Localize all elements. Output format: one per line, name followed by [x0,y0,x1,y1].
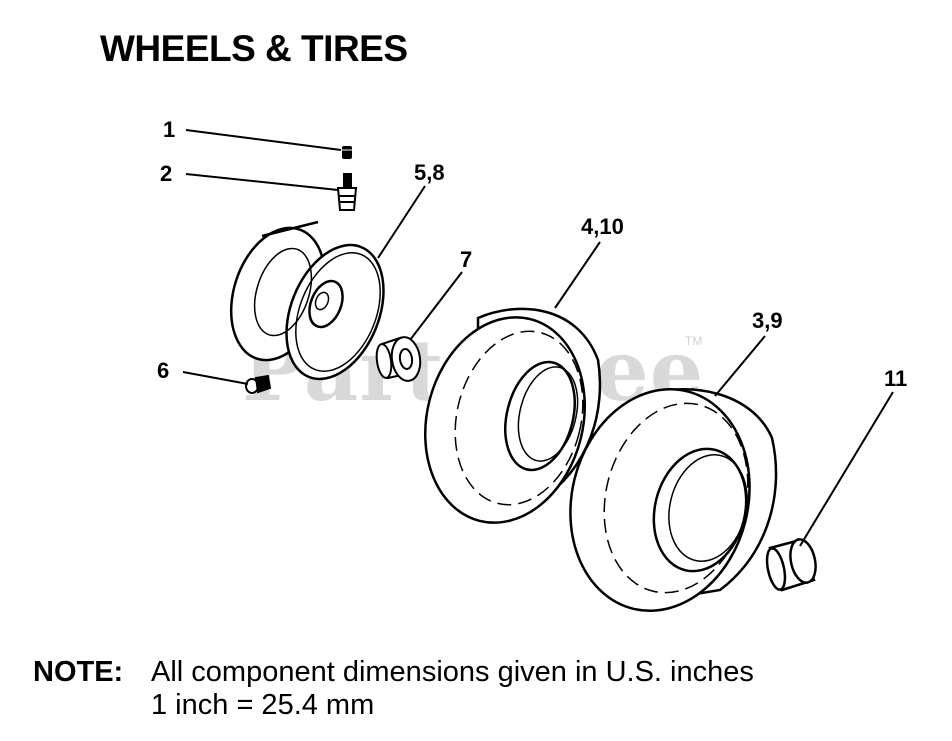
hub-cap-part[interactable] [764,537,820,592]
rear-tire-part[interactable] [548,370,778,630]
lug-bolt-part[interactable] [245,374,272,394]
leader-lines [182,129,894,547]
callout-6: 6 [157,358,169,383]
wheel-rim-part[interactable] [215,216,402,394]
note-label: NOTE: [33,656,124,688]
valve-cap-part[interactable] [342,146,352,159]
diagram-title: WHEELS & TIRES [100,28,408,69]
callout-11: 11 [884,366,907,391]
bushing-part[interactable] [375,335,423,382]
callout-2: 2 [160,161,172,186]
callout-4-10: 4,10 [581,214,624,239]
note-line-dimensions: All component dimensions given in U.S. i… [151,656,754,688]
callout-7: 7 [460,247,472,272]
watermark-trademark: TM [685,334,702,348]
front-tire-part[interactable] [404,300,606,540]
callout-1: 1 [163,117,175,142]
note-line-conversion: 1 inch = 25.4 mm [151,689,375,721]
valve-stem-part[interactable] [336,173,358,211]
callout-3-9: 3,9 [752,308,783,333]
callout-5-8: 5,8 [414,160,445,185]
